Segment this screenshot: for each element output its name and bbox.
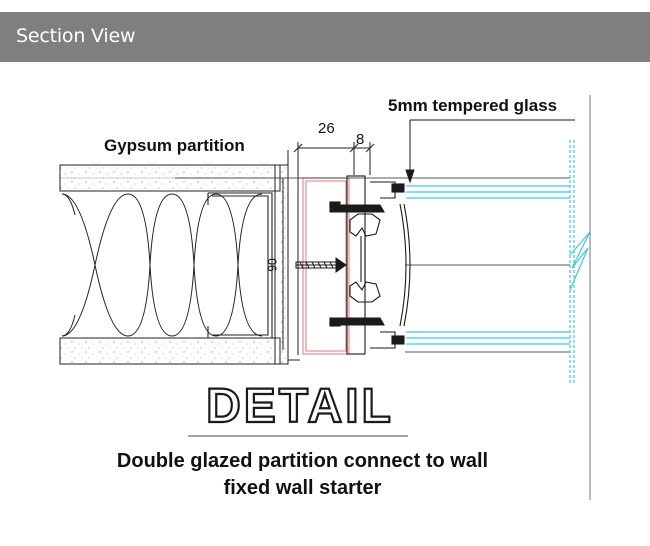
dimension-8: 8 bbox=[356, 131, 365, 148]
wall-face bbox=[287, 150, 300, 361]
glass-leader bbox=[405, 119, 575, 184]
header-title: Section View bbox=[16, 25, 136, 47]
dimension-90: 90 bbox=[265, 258, 280, 272]
glazing-profile bbox=[329, 175, 411, 355]
gypsum-label: Gypsum partition bbox=[104, 136, 245, 155]
caption-line-1: Double glazed partition connect to wall bbox=[116, 450, 489, 472]
insulation bbox=[61, 193, 263, 337]
caption-line-2: fixed wall starter bbox=[223, 477, 382, 499]
glass-label: 5mm tempered glass bbox=[388, 96, 558, 115]
gypsum-partition bbox=[59, 164, 289, 365]
steel-stud bbox=[207, 192, 273, 339]
dimension-26: 26 bbox=[318, 120, 335, 137]
detail-title: DETAIL bbox=[205, 379, 394, 430]
header-bar: Section View bbox=[0, 12, 650, 62]
screw bbox=[295, 257, 347, 273]
dimension-lines bbox=[282, 142, 375, 350]
glass-panes bbox=[406, 140, 591, 385]
detail-text: DETAIL bbox=[206, 380, 394, 430]
